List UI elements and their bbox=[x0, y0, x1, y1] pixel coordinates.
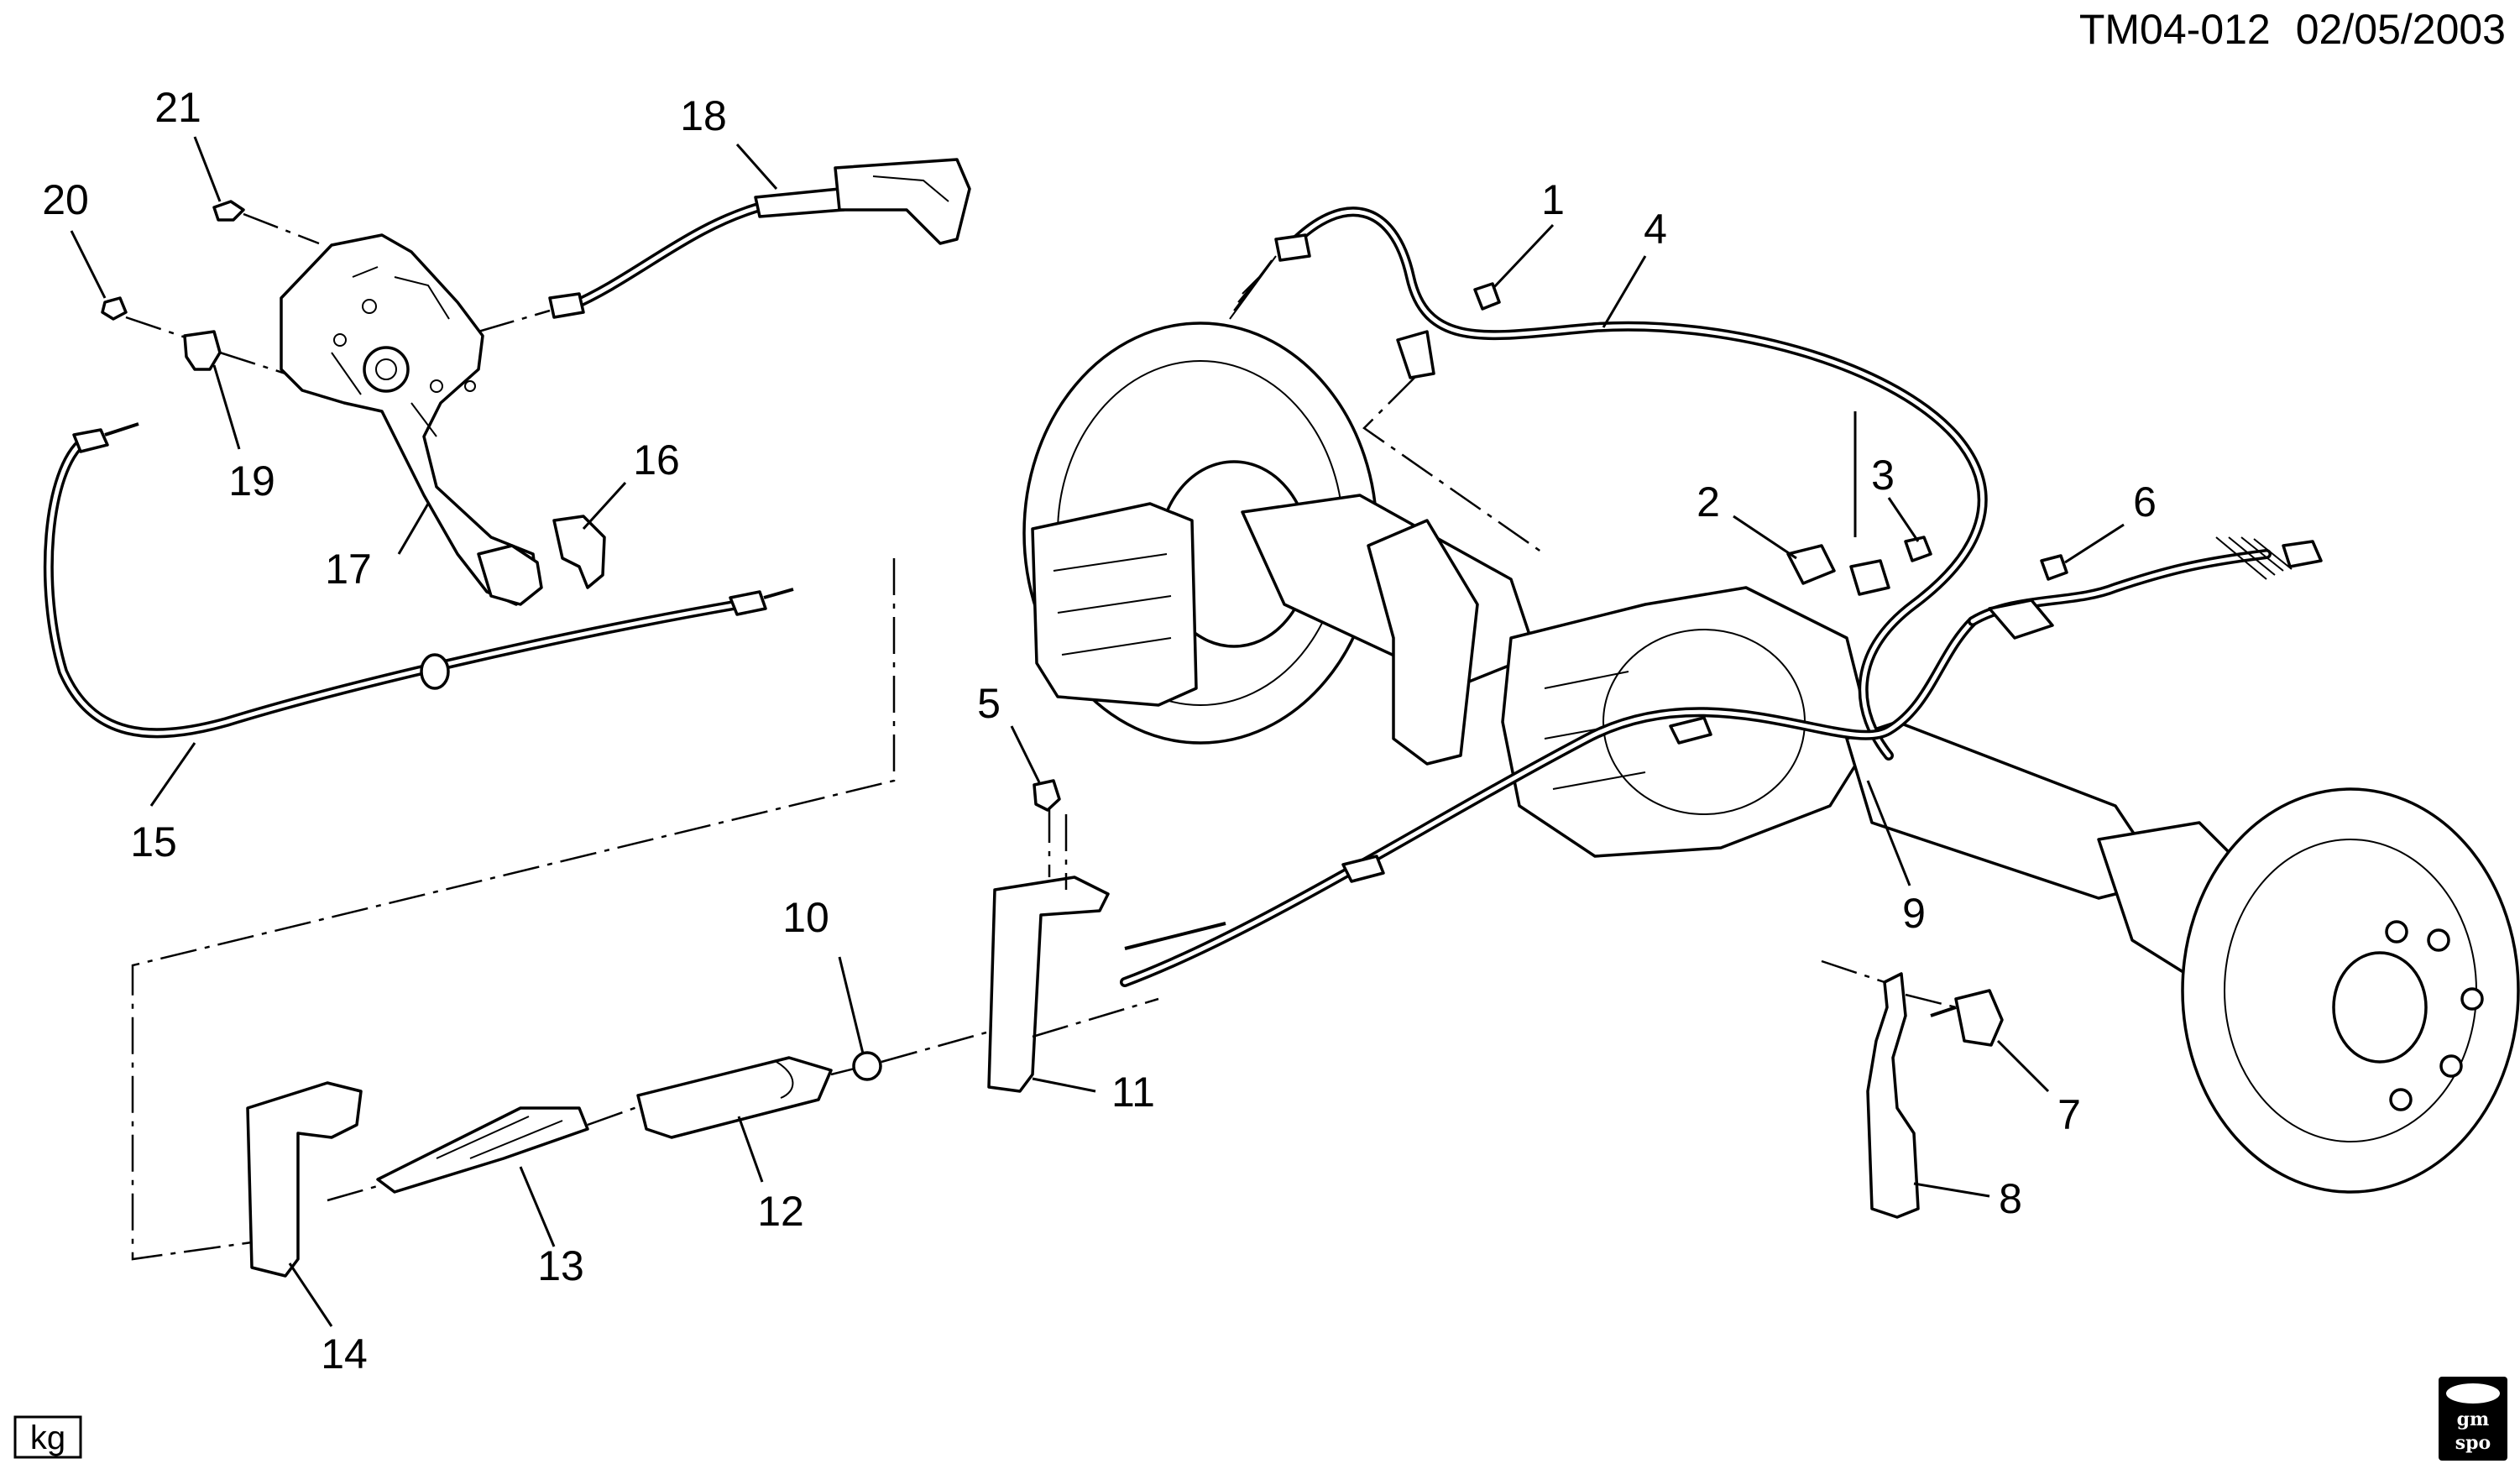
callout-3: 3 bbox=[1871, 452, 1895, 499]
bolt-20 bbox=[101, 296, 194, 342]
callout-15: 15 bbox=[130, 818, 177, 865]
bracket-8 bbox=[1866, 972, 1920, 1219]
bolt-3 bbox=[1904, 536, 1932, 562]
guide-12 bbox=[636, 1056, 833, 1139]
corner-badge: kg bbox=[13, 1415, 82, 1459]
callout-1: 1 bbox=[1541, 176, 1565, 223]
callout-18: 18 bbox=[680, 92, 727, 139]
diagram-date: 02/05/2003 bbox=[2296, 6, 2506, 53]
bolt-1 bbox=[1473, 282, 1501, 311]
corner-badge-text: kg bbox=[30, 1419, 65, 1456]
callout-17: 17 bbox=[325, 546, 372, 593]
clip-19 bbox=[183, 330, 286, 375]
gm-spo-logo: gm spo bbox=[2439, 1377, 2507, 1461]
diagram-header: TM04-012 02/05/2003 bbox=[2079, 6, 2506, 53]
nut-10 bbox=[852, 1051, 882, 1081]
callout-9: 9 bbox=[1902, 890, 1926, 937]
callout-11: 11 bbox=[1111, 1069, 1155, 1116]
diagram-id: TM04-012 bbox=[2079, 6, 2271, 53]
callout-10: 10 bbox=[782, 894, 829, 941]
callout-12: 12 bbox=[757, 1188, 804, 1235]
callout-19: 19 bbox=[228, 457, 275, 504]
right-rear-cable-6 bbox=[1968, 536, 2323, 640]
callout-21: 21 bbox=[154, 84, 201, 131]
callout-8: 8 bbox=[1999, 1175, 2022, 1222]
bolt-5 bbox=[1033, 779, 1061, 812]
callout-7: 7 bbox=[2057, 1091, 2081, 1138]
bracket-14 bbox=[246, 1081, 363, 1278]
logo-line-1: gm bbox=[2457, 1409, 2490, 1430]
front-cable-15 bbox=[43, 422, 794, 739]
callout-6: 6 bbox=[2133, 478, 2157, 525]
callout-labels: 1 2 3 4 5 6 7 8 9 10 11 12 13 14 15 16 1… bbox=[42, 84, 2157, 1378]
callout-2: 2 bbox=[1697, 478, 1720, 525]
pedal-pad bbox=[552, 515, 606, 589]
rear-axle-assembly bbox=[1022, 322, 2520, 1194]
clip-2 bbox=[1786, 544, 1836, 585]
clip-3 bbox=[1849, 559, 1890, 596]
leader-lines bbox=[70, 136, 2125, 1327]
callout-4: 4 bbox=[1644, 206, 1667, 253]
callout-13: 13 bbox=[537, 1242, 584, 1289]
bolt-21 bbox=[212, 200, 320, 245]
release-cable-18 bbox=[478, 158, 971, 333]
callout-5: 5 bbox=[977, 680, 1001, 727]
bracket-11 bbox=[987, 876, 1110, 1093]
guide-13 bbox=[376, 1106, 589, 1194]
park-brake-pedal-assembly bbox=[280, 233, 543, 606]
bolt-7 bbox=[1930, 989, 2004, 1047]
callout-20: 20 bbox=[42, 176, 89, 223]
callout-14: 14 bbox=[321, 1330, 368, 1378]
left-rear-cable-4 bbox=[1229, 206, 1988, 761]
bolt-6 bbox=[2040, 554, 2068, 581]
logo-line-2: spo bbox=[2455, 1432, 2491, 1454]
intermediate-cable-9 bbox=[1120, 616, 1978, 987]
callout-16: 16 bbox=[633, 437, 680, 484]
